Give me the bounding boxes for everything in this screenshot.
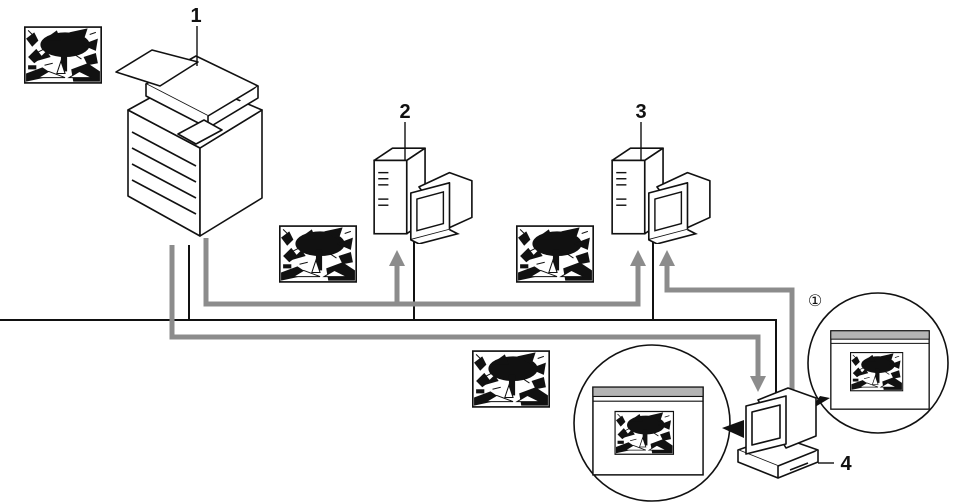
arrow-mfp-to-client [169,245,761,376]
photo-thumbnail-icon [279,225,357,283]
zoom-left [573,344,744,502]
photo-thumbnail-icon [472,350,550,408]
arrow-head-client [750,376,766,392]
arrow-head-server-3-return [659,250,675,266]
photo-thumbnail-icon [516,225,594,283]
arrow-client-to-server-3 [664,266,795,396]
label-step-marker: ① [808,291,822,310]
label-device-4: 4 [840,453,852,475]
zoom-right [807,292,949,434]
server-icon [611,147,711,244]
copier-icon [115,49,263,237]
flow-arrows [169,238,795,396]
server-icon [373,147,473,244]
label-device-3: 3 [635,101,646,123]
label-device-1: 1 [190,5,201,27]
photo-thumbnail-icon [24,26,102,84]
arrow-mfp-to-servers [203,238,641,307]
arrow-head-server-2 [389,250,405,266]
label-device-2: 2 [399,101,410,123]
desktop-pc-icon [737,387,819,479]
arrow-head-server-3 [630,250,646,266]
